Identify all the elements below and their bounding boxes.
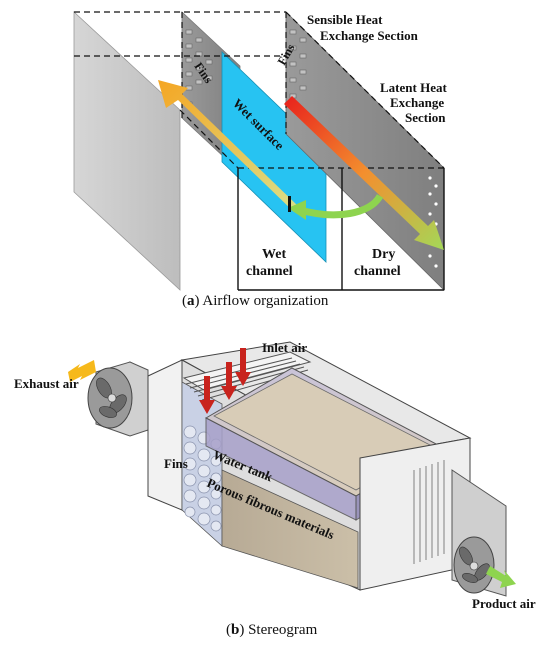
caption-b: (b) Stereogram: [226, 622, 318, 638]
wet-channel-label-line2: channel: [246, 264, 293, 279]
caption-b-letter: b: [231, 622, 239, 638]
latent-heat-label-line1: Latent Heat: [380, 80, 447, 95]
dashed-box-lines: [74, 11, 445, 169]
latent-heat-label-line2: Exchange: [390, 95, 444, 110]
sensible-heat-label-line2: Exchange Section: [320, 28, 419, 43]
caption-a: (a) Airflow organization: [182, 293, 329, 309]
exhaust-air-arrow: [68, 360, 96, 382]
product-air-arrow: [486, 566, 516, 588]
channel-box: [237, 168, 445, 291]
porous-fibrous-materials: [221, 469, 359, 589]
right-fins-lines: [413, 460, 445, 564]
turning-airflow-arrow: [299, 193, 384, 219]
fin-bumps-left: [185, 29, 213, 107]
latent-heat-label-line3: Section: [405, 110, 446, 125]
dry-channel-label-line1: Dry: [372, 247, 395, 262]
caption-b-text: Stereogram: [248, 622, 317, 638]
fins-plate-right: [285, 11, 445, 291]
wet-channel-divider: [288, 196, 291, 212]
sensible-heat-label-line1: Sensible Heat: [307, 12, 383, 27]
turning-arrow-head: [288, 200, 306, 220]
product-air-label: Product air: [472, 596, 536, 611]
outer-plate: [73, 11, 181, 291]
wet-channel-label-line1: Wet: [262, 247, 286, 262]
panel-b-stereogram: Inlet air Exhaust air Water tank Fins Po…: [14, 340, 536, 638]
dry-channel-label-line2: channel: [354, 264, 401, 279]
box-left-end: [147, 359, 183, 511]
left-fan-icon: [96, 377, 127, 418]
dry-airflow-arrow: [284, 96, 444, 250]
caption-a-letter: a: [187, 293, 195, 309]
panel-a-airflow-organization: Sensible Heat Exchange Section Latent He…: [73, 11, 447, 309]
exhaust-airflow-arrow: [158, 80, 298, 212]
fins-label: Fins: [164, 456, 188, 471]
right-fan-icon: [459, 546, 490, 583]
caption-a-text: Airflow organization: [202, 293, 328, 309]
exhaust-air-label: Exhaust air: [14, 376, 79, 391]
inlet-air-arrows: [199, 348, 251, 414]
inlet-air-label: Inlet air: [262, 340, 307, 355]
